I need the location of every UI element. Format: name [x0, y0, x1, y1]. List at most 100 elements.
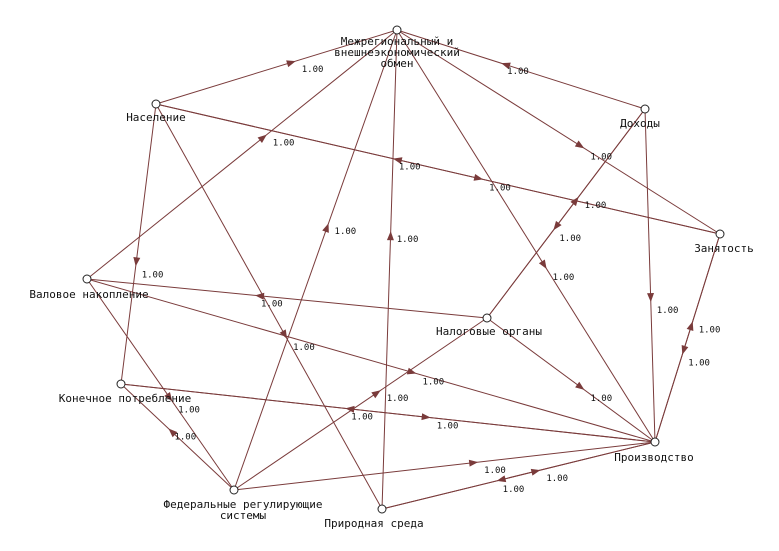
edge-weight: 1.00 [553, 273, 575, 283]
edge-exchange-to-production [396, 29, 656, 443]
node-label-line: Конечное потребление [59, 392, 191, 405]
edge-federal-to-consumption [120, 383, 235, 491]
arrowhead-icon [322, 223, 329, 233]
arrowhead-icon [468, 459, 479, 467]
node-group-income[interactable] [640, 104, 650, 114]
edge-line [86, 278, 488, 319]
edge-line [120, 383, 235, 491]
node-label-line: Производство [614, 451, 693, 464]
edge-line [155, 29, 398, 105]
node-label-production: Производство [614, 451, 693, 464]
edge-weight: 1.00 [507, 67, 529, 77]
edge-weight: 1.00 [422, 378, 444, 388]
weights-layer: 1.00 1.00 1.00 1.00 1.00 1.00 1.00 1.00 1.00 1.00… [142, 65, 721, 495]
node-tax[interactable] [482, 313, 492, 323]
node-group-accumulation[interactable] [82, 274, 92, 284]
node-group-exchange[interactable] [392, 25, 402, 35]
arrowhead-icon [133, 257, 141, 267]
node-accumulation[interactable] [82, 274, 92, 284]
edge-weight: 1.00 [261, 299, 283, 309]
arrowhead-icon [681, 345, 689, 355]
edge-tax-to-income [486, 108, 646, 319]
node-group-tax[interactable] [482, 313, 492, 323]
node-group-consumption[interactable] [116, 379, 126, 389]
edge-employment-to-production [654, 233, 721, 443]
edge-weight: 1.00 [387, 394, 409, 404]
node-label-line: Межрегиональный и [341, 35, 454, 48]
node-label-line: Валовое накопление [29, 288, 148, 301]
edge-population-to-exchange [155, 29, 398, 105]
arrowhead-icon [570, 196, 579, 207]
node-production[interactable] [650, 437, 660, 447]
node-consumption[interactable] [116, 379, 126, 389]
arrowhead-icon [538, 259, 547, 269]
edge-weight: 1.00 [688, 359, 710, 369]
node-label-line: внешнеэкономический [334, 46, 460, 59]
node-group-federal[interactable] [229, 485, 239, 495]
arrowhead-icon [574, 140, 585, 149]
edge-line [120, 103, 157, 385]
edge-line [644, 108, 656, 443]
node-label-line: Занятость [694, 242, 754, 255]
node-label-line: Природная среда [324, 517, 423, 530]
edge-weight: 1.00 [437, 422, 459, 432]
edge-weight: 1.00 [293, 343, 315, 353]
edge-weight: 1.00 [657, 306, 679, 316]
edge-line [396, 29, 656, 443]
node-label-population: Население [126, 111, 186, 124]
edge-income-to-production [644, 108, 656, 443]
edge-weight: 1.00 [178, 405, 200, 415]
edge-weight: 1.00 [699, 325, 721, 335]
node-label-employment: Занятость [694, 242, 754, 255]
node-label-income: Доходы [620, 117, 660, 130]
edge-line [486, 317, 656, 443]
arrowhead-icon [286, 60, 296, 68]
edge-line [654, 233, 721, 443]
edge-weight: 1.00 [335, 227, 357, 237]
nodes-layer [82, 25, 725, 514]
node-group-population[interactable] [151, 99, 161, 109]
arrowhead-icon [279, 329, 288, 339]
node-federal[interactable] [229, 485, 239, 495]
node-label-accumulation: Валовое накопление [29, 288, 148, 301]
node-group-employment[interactable] [715, 229, 725, 239]
node-label-line: Федеральные регулирующие [164, 498, 323, 511]
edge-weight: 1.00 [559, 234, 581, 244]
edge-weight: 1.00 [273, 139, 295, 149]
arrowhead-icon [164, 391, 173, 402]
edge-weight: 1.00 [590, 394, 612, 404]
arrowhead-icon [386, 231, 394, 241]
node-population[interactable] [151, 99, 161, 109]
node-label-tax: Налоговые органы [436, 325, 542, 338]
edge-weight: 1.00 [302, 65, 324, 75]
node-income[interactable] [640, 104, 650, 114]
edges-layer [86, 29, 721, 510]
arrowhead-icon [345, 405, 355, 413]
edge-accumulation-to-production [86, 278, 656, 443]
arrowhead-icon [257, 134, 267, 143]
node-employment[interactable] [715, 229, 725, 239]
edge-weight: 1.00 [546, 474, 568, 484]
edge-tax-to-production [486, 317, 656, 443]
node-exchange[interactable] [392, 25, 402, 35]
edge-line [86, 29, 398, 280]
arrowhead-icon [501, 62, 511, 70]
edge-line [120, 383, 656, 443]
node-label-nature: Природная среда [324, 517, 423, 530]
node-group-nature[interactable] [377, 504, 387, 514]
edge-weight: 1.00 [503, 485, 525, 495]
edge-population-to-nature [155, 103, 383, 510]
edge-line [155, 103, 721, 235]
edge-production-to-consumption [120, 383, 656, 443]
arrowhead-icon [473, 173, 484, 181]
edge-line [86, 278, 235, 491]
node-nature[interactable] [377, 504, 387, 514]
node-group-production[interactable] [650, 437, 660, 447]
edge-weight: 1.00 [399, 163, 421, 173]
edge-federal-to-tax [233, 317, 488, 491]
edge-federal-to-production [233, 441, 656, 491]
edge-line [155, 103, 383, 510]
